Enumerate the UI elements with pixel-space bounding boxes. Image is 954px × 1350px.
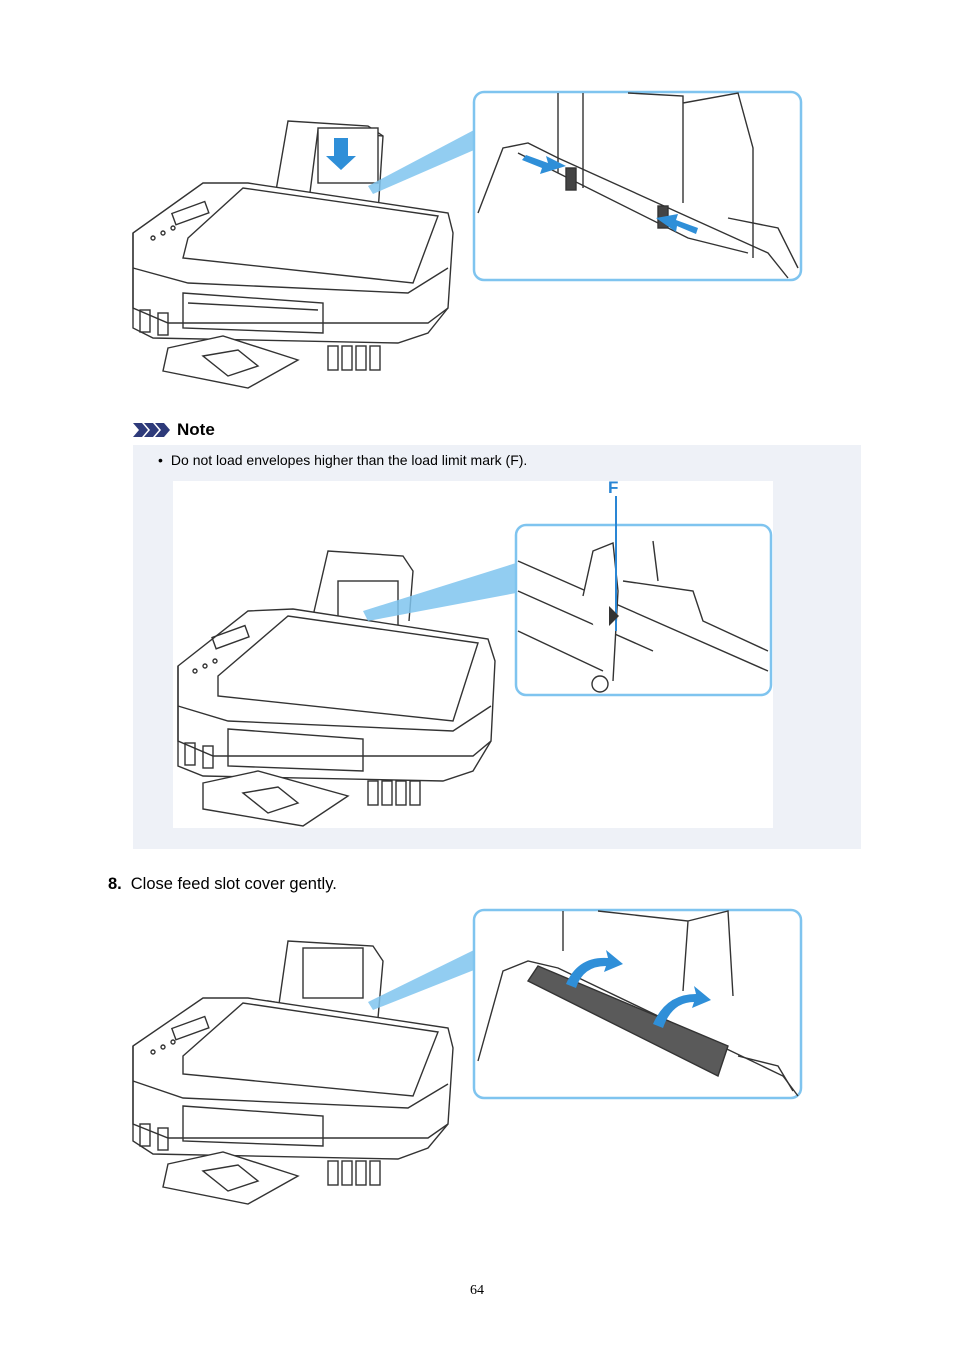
step-item: 8. Close feed slot cover gently.	[108, 875, 337, 894]
note-chevrons-icon	[133, 423, 170, 437]
note-title: Note	[177, 420, 215, 439]
load-limit-label: F	[608, 478, 619, 497]
figure-close-cover	[128, 906, 808, 1216]
note-item: • Do not load envelopes higher than the …	[158, 452, 527, 468]
figure-load-envelope	[128, 88, 808, 398]
bullet-marker: •	[158, 452, 163, 468]
note-text: Do not load envelopes higher than the lo…	[170, 452, 528, 468]
page-number: 64	[470, 1283, 484, 1298]
step-number: 8.	[108, 875, 122, 893]
figure-load-limit	[173, 481, 773, 828]
note-header: Note	[133, 419, 215, 441]
step-text: Close feed slot cover gently.	[130, 875, 337, 893]
